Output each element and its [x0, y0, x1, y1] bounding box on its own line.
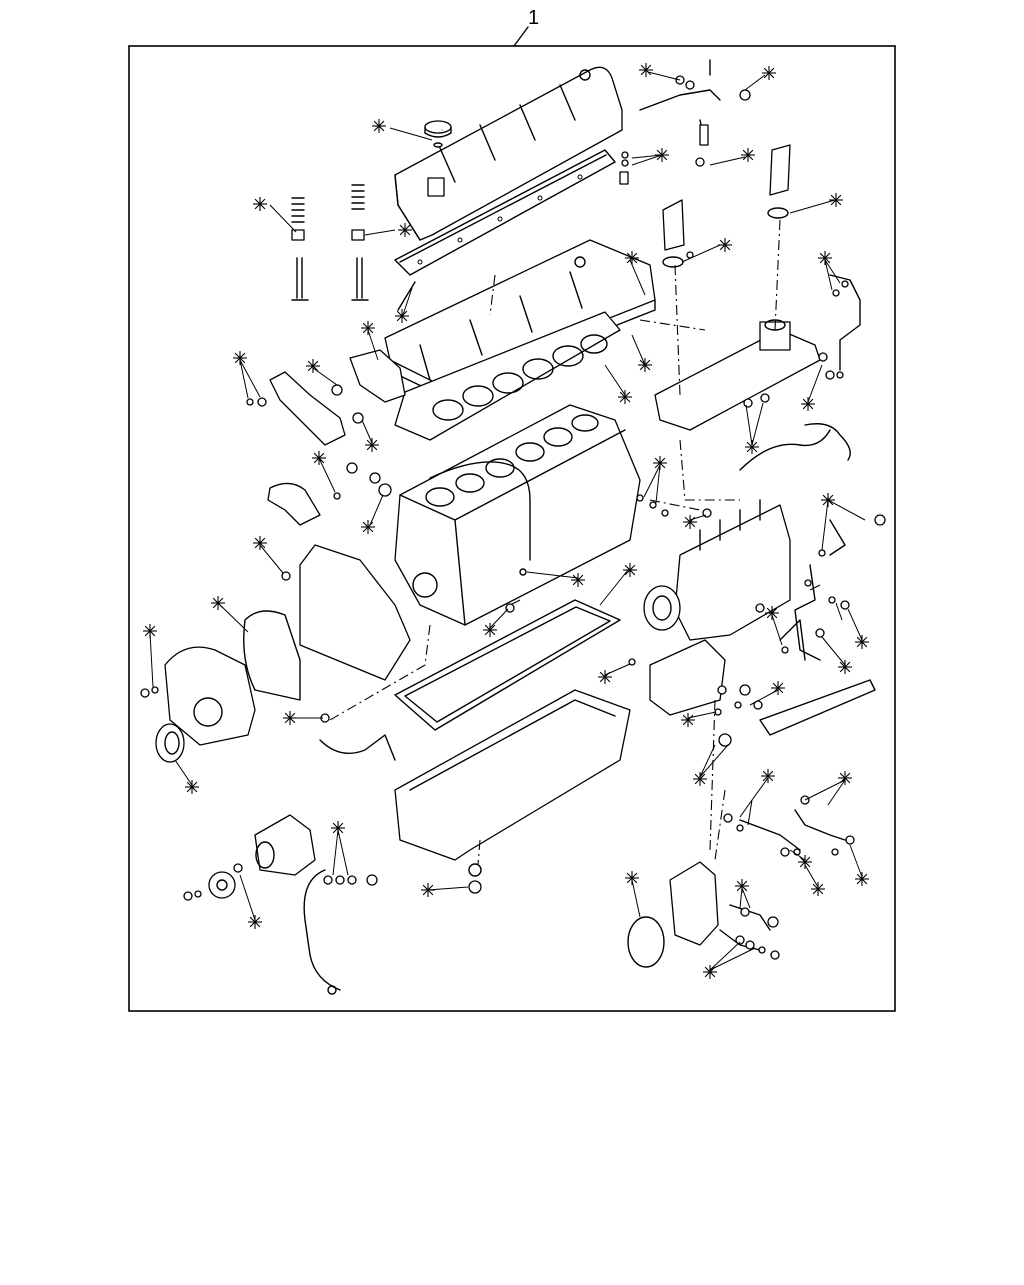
- intake-pipe-right: [768, 145, 790, 218]
- asterisk-icon: [771, 681, 785, 695]
- air-compressor: [255, 815, 315, 875]
- asterisk-icon: [483, 623, 497, 637]
- front-cover-gasket: [244, 611, 300, 700]
- asterisk-icon: [821, 493, 835, 507]
- front-crank-seal: [156, 724, 184, 762]
- asterisk-icon: [683, 515, 697, 529]
- asterisk-icon: [398, 223, 412, 237]
- asterisk-icon: [829, 193, 843, 207]
- asterisk-icon: [421, 883, 435, 897]
- asterisk-icon: [253, 536, 267, 550]
- asterisk-icon: [811, 882, 825, 896]
- asterisk-icon: [331, 821, 345, 835]
- asterisk-icon: [623, 563, 637, 577]
- asterisk-icon: [818, 251, 832, 265]
- water-inlet-elbow: [268, 483, 320, 525]
- asterisk-icon: [372, 119, 386, 133]
- asterisk-icon: [283, 711, 297, 725]
- asterisk-icon: [718, 238, 732, 252]
- asterisk-icon: [211, 596, 225, 610]
- gear-housing: [300, 545, 410, 680]
- compressor-gear: [209, 872, 235, 898]
- asterisk-icon: [745, 440, 759, 454]
- compressor-oil-line: [304, 870, 340, 994]
- asterisk-icon: [655, 148, 669, 162]
- asterisk-icon: [365, 438, 379, 452]
- asterisk-icon: [681, 713, 695, 727]
- callout-number: 1: [528, 7, 539, 29]
- asterisk-icon: [185, 780, 199, 794]
- water-pump: [670, 862, 718, 945]
- asterisk-icon: [638, 358, 652, 372]
- asterisk-icon: [838, 771, 852, 785]
- asterisk-icon: [306, 359, 320, 373]
- asterisk-icon: [798, 855, 812, 869]
- asterisk-icon: [253, 197, 267, 211]
- valve-springs: [292, 185, 368, 300]
- turbo-oil-line: [320, 735, 395, 760]
- asterisk-icon: [395, 309, 409, 323]
- fuel-injection-pump: [644, 500, 790, 640]
- asterisk-icon: [143, 624, 157, 638]
- callout-leader: [514, 27, 528, 46]
- asterisk-icon: [361, 321, 375, 335]
- asterisk-icon: [801, 397, 815, 411]
- asterisk-icon: [703, 965, 717, 979]
- asterisk-icon: [855, 635, 869, 649]
- asterisk-icon: [741, 148, 755, 162]
- asterisk-icon: [693, 772, 707, 786]
- intake-pipe-left: [663, 200, 684, 267]
- asterisk-icon: [761, 769, 775, 783]
- asterisk-icon: [625, 251, 639, 265]
- valve-cover: [395, 67, 622, 240]
- asterisk-icon: [855, 872, 869, 886]
- asterisk-icon: [618, 390, 632, 404]
- oil-pan: [395, 690, 630, 876]
- asterisk-icon: [233, 351, 247, 365]
- asterisk-icon: [625, 871, 639, 885]
- asterisk-icon: [312, 451, 326, 465]
- asterisk-icon: [735, 879, 749, 893]
- asterisk-icon: [598, 670, 612, 684]
- asterisk-icon: [838, 660, 852, 674]
- asterisk-icon: [571, 573, 585, 587]
- water-pump-o-ring: [628, 917, 664, 967]
- asterisk-icon: [765, 606, 779, 620]
- oil-cooler: [650, 640, 725, 715]
- asterisk-icon: [653, 456, 667, 470]
- exhaust-manifold: [655, 320, 820, 430]
- asterisk-icon: [361, 520, 375, 534]
- asterisk-icon: [762, 66, 776, 80]
- asterisk-icon: [639, 63, 653, 77]
- oil-filler-cap: [425, 121, 451, 147]
- asterisk-icon: [248, 915, 262, 929]
